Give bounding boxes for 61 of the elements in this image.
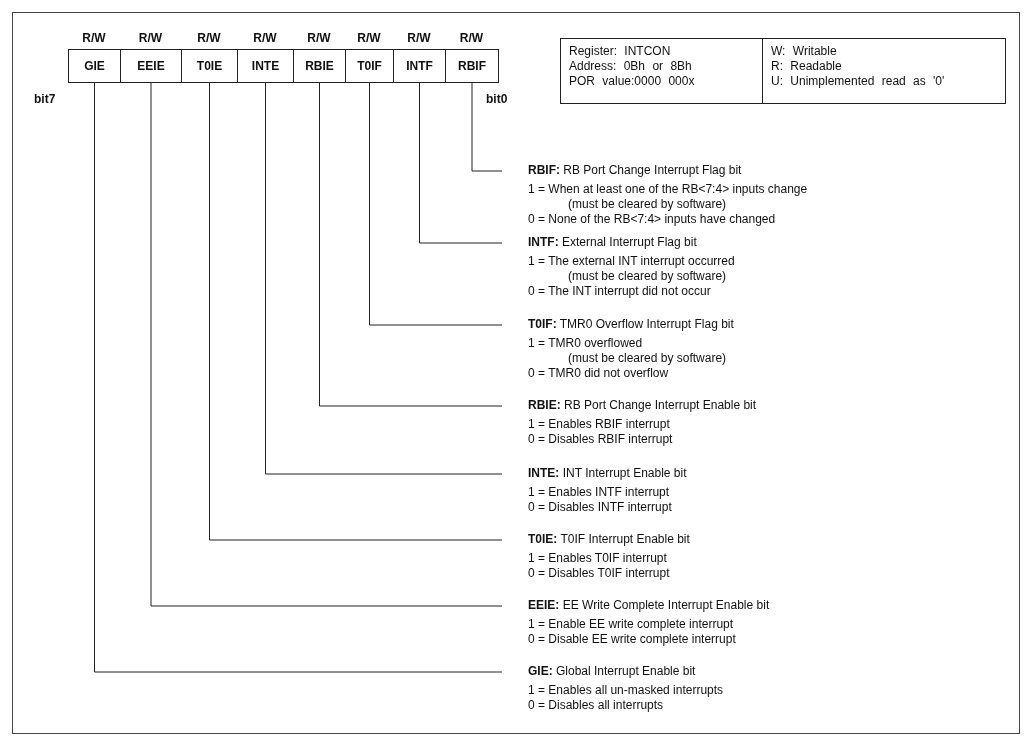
bit-value-text: 0 = Disable EE write complete interrupt: [528, 632, 737, 646]
register-bit-cell: INTE: [237, 49, 294, 83]
register-info-box: [762, 38, 1006, 104]
bit-heading: RBIE: RB Port Change Interrupt Enable bit: [528, 398, 757, 412]
bit-position-label: bit7: [34, 92, 56, 106]
bit-value-text: 1 = Enables INTF interrupt: [528, 485, 671, 499]
register-bit-cell: GIE: [68, 49, 121, 83]
leader-line: [419, 82, 503, 244]
bit-position-label: bit0: [486, 92, 508, 106]
access-label: R/W: [197, 31, 221, 45]
register-info-box: [560, 38, 763, 104]
bit-value-text: 0 = TMR0 did not overflow: [528, 366, 670, 380]
leader-line: [369, 82, 503, 326]
register-bit-cell: RBIE: [293, 49, 346, 83]
leader-line: [94, 82, 503, 673]
register-bit-cell: EEIE: [120, 49, 182, 83]
bit-heading: GIE: Global Interrupt Enable bit: [528, 664, 697, 678]
access-label: R/W: [82, 31, 106, 45]
bit-value-text: 0 = Disables T0IF interrupt: [528, 566, 671, 580]
bit-value-text: 1 = TMR0 overflowed: [528, 336, 644, 350]
bit-heading: INTF: External Interrupt Flag bit: [528, 235, 698, 249]
bit-value-text: 1 = Enables all un-masked interrupts: [528, 683, 724, 697]
bit-value-text: 0 = Disables RBIF interrupt: [528, 432, 674, 446]
info-text: POR value:0000 000x: [569, 74, 696, 89]
bit-heading: EEIE: EE Write Complete Interrupt Enable bit: [528, 598, 770, 612]
leader-line: [209, 82, 503, 541]
bit-value-text: 1 = When at least one of the RB<7:4> inputs change: [528, 182, 808, 196]
bit-value-text: (must be cleared by software): [567, 269, 728, 283]
bit-value-text: 1 = The external INT interrupt occurred: [528, 254, 735, 268]
register-bit-cell: T0IF: [345, 49, 394, 83]
info-text: Address: 0Bh or 8Bh: [569, 59, 693, 74]
info-text: W: Writable: [771, 44, 838, 59]
leader-line: [471, 82, 503, 172]
bit-value-text: 1 = Enable EE write complete interrupt: [528, 617, 735, 631]
bit-value-text: 0 = Disables INTF interrupt: [528, 500, 673, 514]
bit-value-text: 1 = Enables T0IF interrupt: [528, 551, 668, 565]
info-text: R: Readable: [771, 59, 843, 74]
leader-line: [150, 82, 503, 607]
bit-value-text: 1 = Enables RBIF interrupt: [528, 417, 671, 431]
access-label: R/W: [307, 31, 331, 45]
bit-heading: T0IE: T0IF Interrupt Enable bit: [528, 532, 690, 546]
bit-value-text: 0 = The INT interrupt did not occur: [528, 284, 712, 298]
access-label: R/W: [459, 31, 484, 45]
access-label: R/W: [138, 31, 163, 45]
bit-value-text: (must be cleared by software): [567, 197, 728, 211]
bit-heading: T0IF: TMR0 Overflow Interrupt Flag bit: [528, 317, 734, 331]
access-label: R/W: [357, 31, 381, 45]
bit-heading: RBIF: RB Port Change Interrupt Flag bit: [528, 163, 743, 177]
info-text: U: Unimplemented read as '0': [771, 74, 946, 89]
leader-line: [319, 82, 503, 407]
bit-heading: INTE: INT Interrupt Enable bit: [528, 466, 687, 480]
access-label: R/W: [407, 31, 431, 45]
bit-value-text: (must be cleared by software): [567, 351, 728, 365]
access-label: R/W: [253, 31, 277, 45]
bit-value-text: 0 = None of the RB<7:4> inputs have changed: [528, 212, 777, 226]
info-text: Register: INTCON: [569, 44, 672, 59]
leader-line: [265, 82, 503, 475]
register-bit-cell: RBIF: [445, 49, 499, 83]
register-bit-cell: INTF: [393, 49, 446, 83]
register-bit-cell: T0IE: [181, 49, 238, 83]
bit-value-text: 0 = Disables all interrupts: [528, 698, 665, 712]
